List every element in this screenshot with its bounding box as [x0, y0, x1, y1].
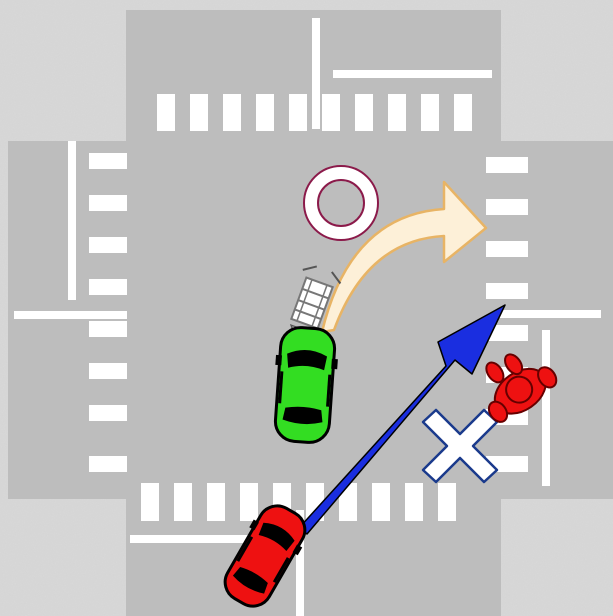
wrong-path-arrow — [298, 304, 506, 535]
pedestrian-icon — [485, 353, 558, 423]
circle-mark-icon — [303, 165, 379, 241]
crosswalk-north — [157, 94, 472, 131]
cross-mark-icon — [421, 408, 499, 484]
correct-turn-arrow — [320, 180, 488, 334]
bicycle-icon — [289, 265, 342, 339]
green-car — [273, 326, 338, 444]
red-car — [223, 504, 307, 608]
crosswalk-west — [89, 153, 127, 472]
